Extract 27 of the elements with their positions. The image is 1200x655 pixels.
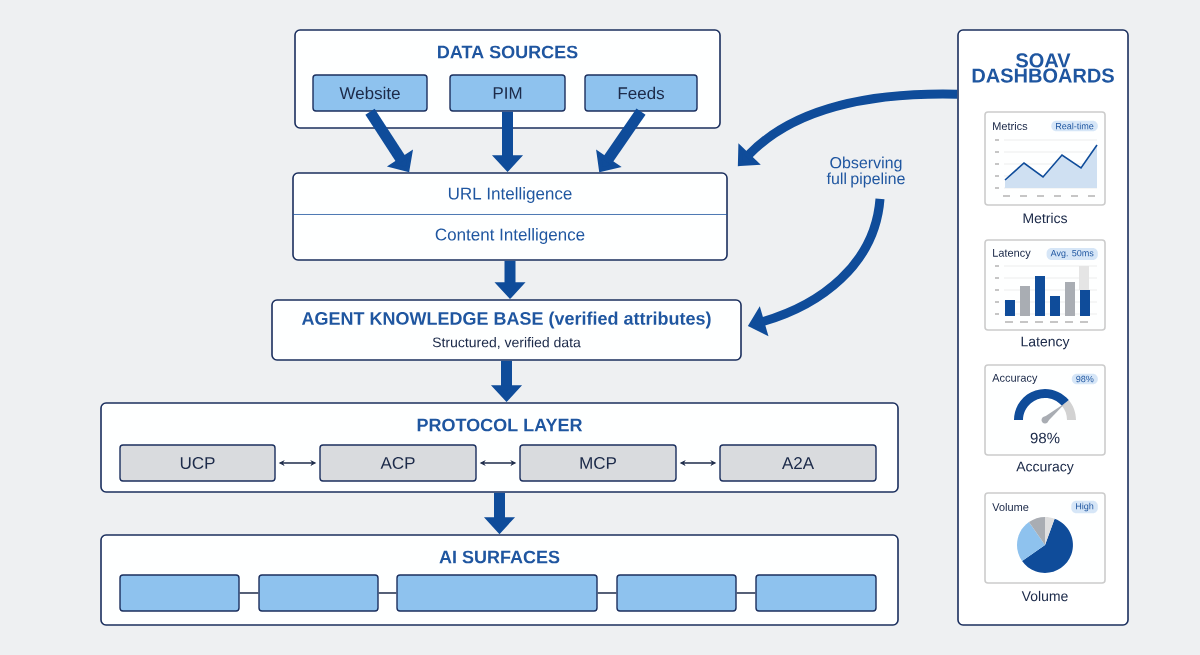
protocol-box: UCP [119,444,276,482]
card-caption: Volume [1021,590,1068,602]
annotation-text: Observing full pipeline [826,156,905,188]
surface-box [258,574,379,612]
surface-box [119,574,240,612]
surface-box [396,574,598,612]
source-box: PIM [449,74,566,112]
card-caption: Accuracy [1016,461,1074,475]
node-label: Accuracy [992,374,1038,384]
source-box: Website [312,74,428,112]
card-caption: Latency [1021,336,1070,350]
node-label: 98% [1076,375,1094,383]
knowledge-base-box: AGENT KNOWLEDGE BASE (verified attributes) Structured, verified data [271,299,742,361]
node-label: Volume [992,502,1029,512]
surface-box [755,574,877,612]
node-label: Metrics [993,121,1028,131]
surface-box [616,574,737,612]
protocol-box: A2A [719,444,877,482]
source-box: Feeds [584,74,698,112]
node-label: 98% [1030,432,1060,444]
protocol-box: ACP [319,444,477,482]
intelligence-box: URL Intelligence Content Intelligence [292,172,728,261]
node-label: High [1076,502,1094,512]
dashboard-card: Accuracy 98% 98% [984,364,1106,456]
protocol-box: MCP [519,444,677,482]
node-label: Real-time [1056,122,1094,130]
card-caption: Metrics [1023,212,1068,224]
